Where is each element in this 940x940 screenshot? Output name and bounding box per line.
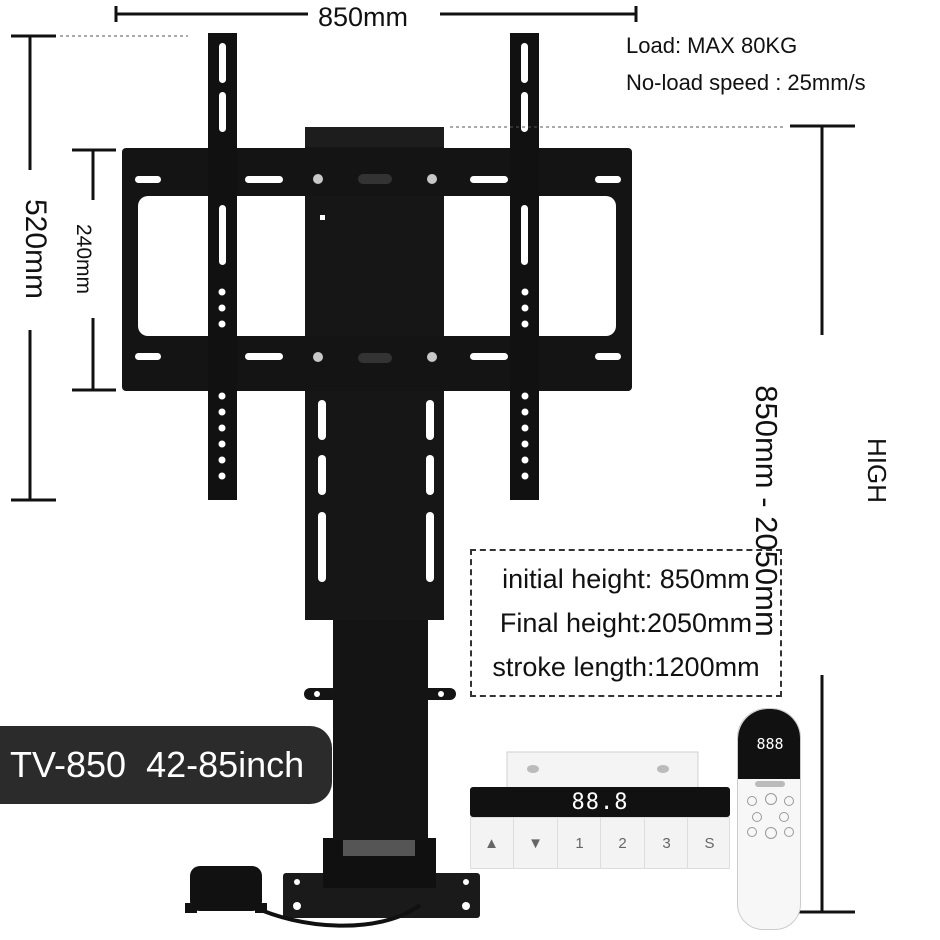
final-height-text: Final height:2050mm bbox=[499, 607, 753, 638]
high-label: HIGH bbox=[862, 438, 892, 503]
key-1[interactable]: 1 bbox=[557, 818, 601, 868]
remote-button[interactable] bbox=[752, 812, 762, 822]
initial-height-text: initial height: 850mm bbox=[502, 563, 750, 594]
remote-button[interactable] bbox=[747, 796, 757, 806]
speed-spec: No-load speed : 25mm/s bbox=[626, 70, 866, 95]
panel-display: 88.8 bbox=[470, 787, 730, 817]
height-info-box: initial height: 850mm Final height:2050m… bbox=[470, 549, 782, 697]
key-2[interactable]: 2 bbox=[600, 818, 644, 868]
key-3[interactable]: 3 bbox=[644, 818, 688, 868]
control-panel: 88.8 ▲ ▼ 1 2 3 S bbox=[470, 787, 730, 871]
remote-top bbox=[738, 709, 800, 779]
remote-button[interactable] bbox=[784, 796, 794, 806]
remote-button[interactable] bbox=[765, 827, 777, 839]
vertical-arms bbox=[208, 33, 539, 500]
remote-control: 888 bbox=[737, 708, 801, 930]
load-spec: Load: MAX 80KG bbox=[626, 33, 798, 58]
frame-height-label: 520mm bbox=[19, 198, 53, 300]
width-dimension-label: 850mm bbox=[318, 2, 409, 32]
key-down[interactable]: ▼ bbox=[513, 818, 557, 868]
key-up[interactable]: ▲ bbox=[484, 834, 499, 852]
power-adapter bbox=[190, 866, 262, 911]
remote-button[interactable] bbox=[747, 827, 757, 837]
model-badge: TV-850 42-85inch bbox=[0, 726, 332, 804]
remote-display: 888 bbox=[738, 735, 800, 753]
remote-display-value: 888 bbox=[756, 735, 784, 753]
remote-button[interactable] bbox=[784, 827, 794, 837]
dimension-lines bbox=[11, 6, 855, 914]
remote-button[interactable] bbox=[765, 793, 777, 805]
remote-button[interactable] bbox=[779, 812, 789, 822]
bracket-spacing-label: 240mm bbox=[72, 223, 96, 295]
lower-column bbox=[333, 610, 428, 840]
panel-display-value: 88.8 bbox=[571, 789, 629, 815]
stroke-length-text: stroke length:1200mm bbox=[492, 651, 760, 682]
key-s[interactable]: S bbox=[687, 818, 731, 868]
